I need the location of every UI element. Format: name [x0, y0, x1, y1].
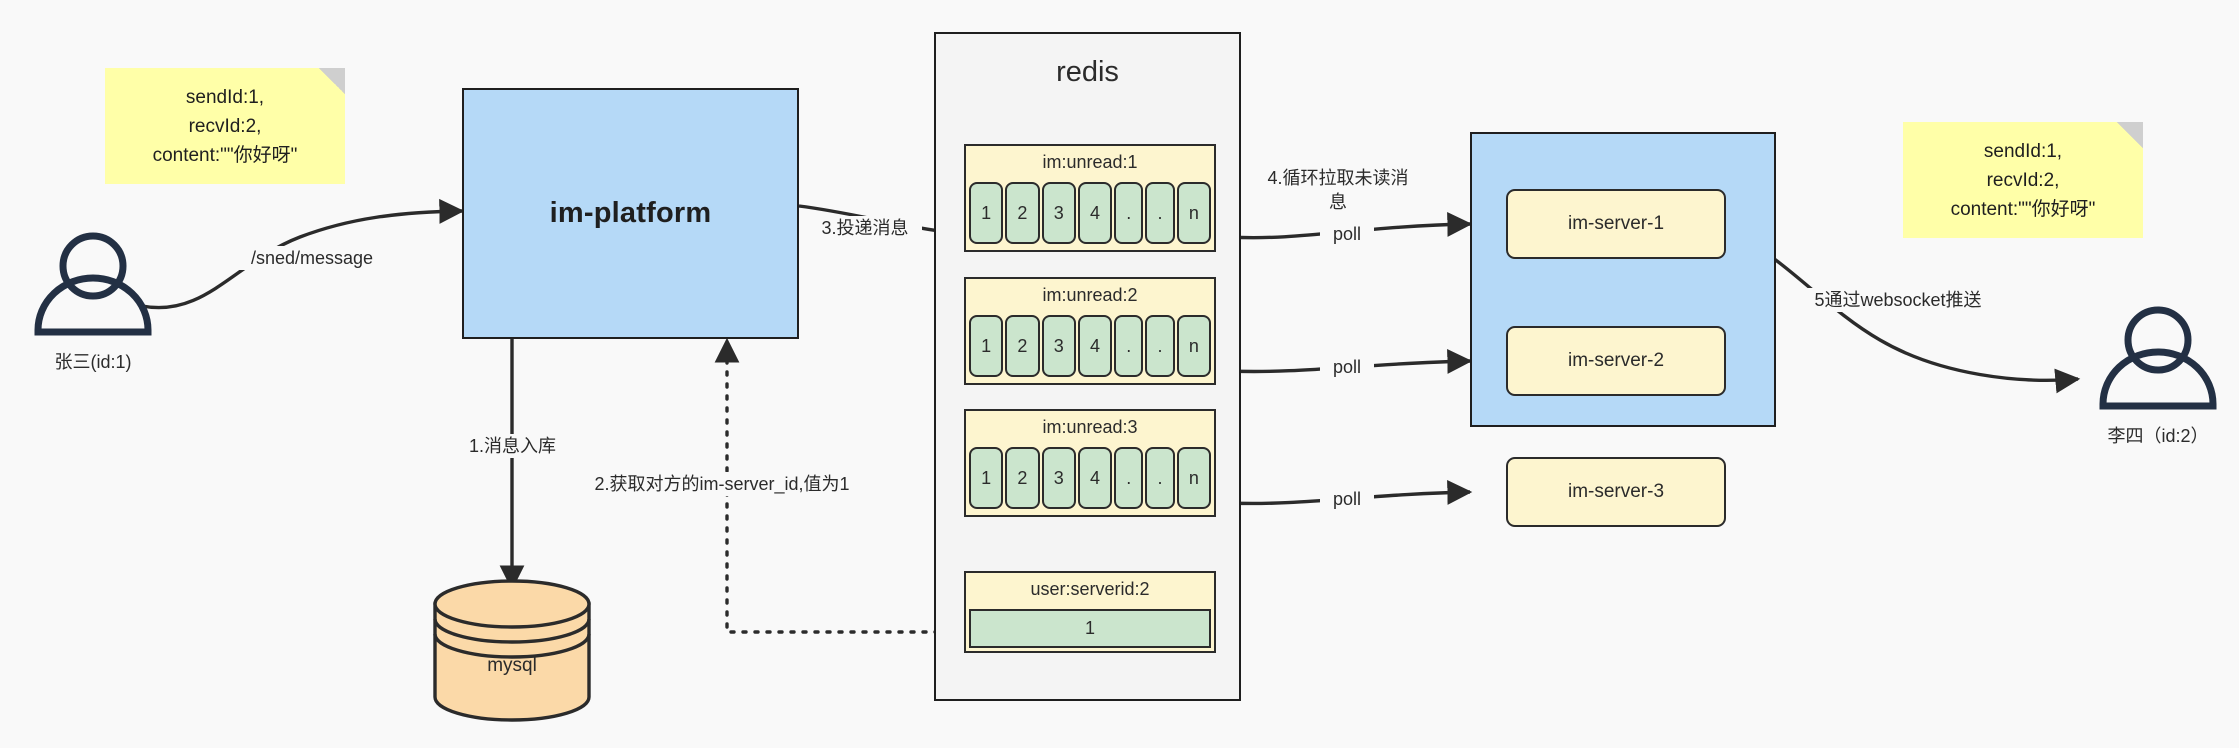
edge-send-message — [141, 198, 465, 310]
redis-cell[interactable]: 2 — [1005, 315, 1040, 377]
edge-label-send-message: /sned/message — [230, 246, 394, 270]
redis-cell[interactable]: 2 — [1005, 182, 1040, 244]
redis-key-label: im:unread:3 — [966, 411, 1214, 444]
redis-list-im-unread-2[interactable]: im:unread:2 1 2 3 4 . . n — [964, 277, 1216, 385]
redis-cell[interactable]: 3 — [1041, 447, 1076, 509]
redis-value[interactable]: 1 — [969, 609, 1211, 648]
redis-cell[interactable]: 1 — [969, 447, 1004, 509]
im-server-3-box[interactable]: im-server-3 — [1506, 457, 1726, 527]
note-fold-corner — [2117, 122, 2143, 148]
redis-list-im-unread-1[interactable]: im:unread:1 1 2 3 4 . . n — [964, 144, 1216, 252]
im-platform-box[interactable]: im-platform — [462, 88, 799, 339]
redis-cell[interactable]: 4 — [1077, 315, 1113, 377]
redis-string-user-serverid[interactable]: user:serverid:2 1 — [964, 571, 1216, 653]
note-left-text: sendId:1, recvId:2, content:""你好呀" — [152, 86, 298, 166]
redis-cell[interactable]: 3 — [1041, 315, 1076, 377]
redis-key-label: user:serverid:2 — [966, 573, 1214, 606]
redis-cell[interactable]: 3 — [1041, 182, 1076, 244]
user-icon — [34, 232, 152, 336]
redis-cell[interactable]: 1 — [969, 315, 1004, 377]
redis-cell[interactable]: . — [1114, 182, 1144, 244]
im-platform-label: im-platform — [549, 197, 712, 229]
redis-list-cells: 1 2 3 4 . . n — [966, 447, 1214, 512]
redis-key-label: im:unread:1 — [966, 146, 1214, 179]
edge-label-poll-2: poll — [1320, 355, 1374, 379]
im-server-2-label: im-server-2 — [1567, 350, 1665, 371]
database-cylinder-icon — [433, 579, 591, 722]
edge-label-deliver: 3.投递消息 — [808, 216, 922, 240]
sender-label: 张三(id:1) — [54, 352, 132, 372]
im-server-3-label: im-server-3 — [1567, 481, 1665, 502]
note-right-text: sendId:1, recvId:2, content:""你好呀" — [1950, 140, 2096, 220]
im-server-1-label: im-server-1 — [1567, 213, 1665, 234]
receiver-label: 李四（id:2） — [2107, 426, 2209, 446]
edge-label-websocket-push: 5通过websocket推送 — [1786, 288, 2010, 312]
redis-list-cells: 1 2 3 4 . . n — [966, 182, 1214, 247]
redis-cell[interactable]: . — [1145, 447, 1175, 509]
im-server-2-box[interactable]: im-server-2 — [1506, 326, 1726, 396]
redis-cell[interactable]: n — [1176, 182, 1211, 244]
redis-cell[interactable]: n — [1176, 315, 1211, 377]
redis-key-label: im:unread:2 — [966, 279, 1214, 312]
redis-cell[interactable]: . — [1114, 315, 1144, 377]
edge-label-poll-loop: 4.循环拉取未读消 息 — [1256, 166, 1420, 214]
redis-container: redis im:unread:1 1 2 3 4 . . n im:unrea… — [934, 32, 1241, 701]
edge-label-get-serverid: 2.获取对方的im-server_id,值为1 — [570, 472, 874, 496]
redis-cell[interactable]: n — [1176, 447, 1211, 509]
redis-list-im-unread-3[interactable]: im:unread:3 1 2 3 4 . . n — [964, 409, 1216, 517]
redis-cell[interactable]: 4 — [1077, 447, 1113, 509]
redis-cell[interactable]: . — [1114, 447, 1144, 509]
redis-title: redis — [1056, 56, 1119, 88]
edge-label-poll-3: poll — [1320, 487, 1374, 511]
sticky-note-right: sendId:1, recvId:2, content:""你好呀" — [1903, 122, 2143, 238]
redis-cell[interactable]: . — [1145, 315, 1175, 377]
redis-list-cells: 1 2 3 4 . . n — [966, 315, 1214, 380]
redis-cell[interactable]: . — [1145, 182, 1175, 244]
im-server-1-box[interactable]: im-server-1 — [1506, 189, 1726, 259]
redis-cell[interactable]: 2 — [1005, 447, 1040, 509]
edge-label-poll-1: poll — [1320, 222, 1374, 246]
edge-label-persist: 1.消息入库 — [438, 434, 587, 458]
mysql-label: mysql — [487, 655, 537, 676]
redis-cell[interactable]: 1 — [969, 182, 1004, 244]
user-icon — [2099, 306, 2217, 410]
sticky-note-left: sendId:1, recvId:2, content:""你好呀" — [105, 68, 345, 184]
note-fold-corner — [319, 68, 345, 94]
redis-cell[interactable]: 4 — [1077, 182, 1113, 244]
